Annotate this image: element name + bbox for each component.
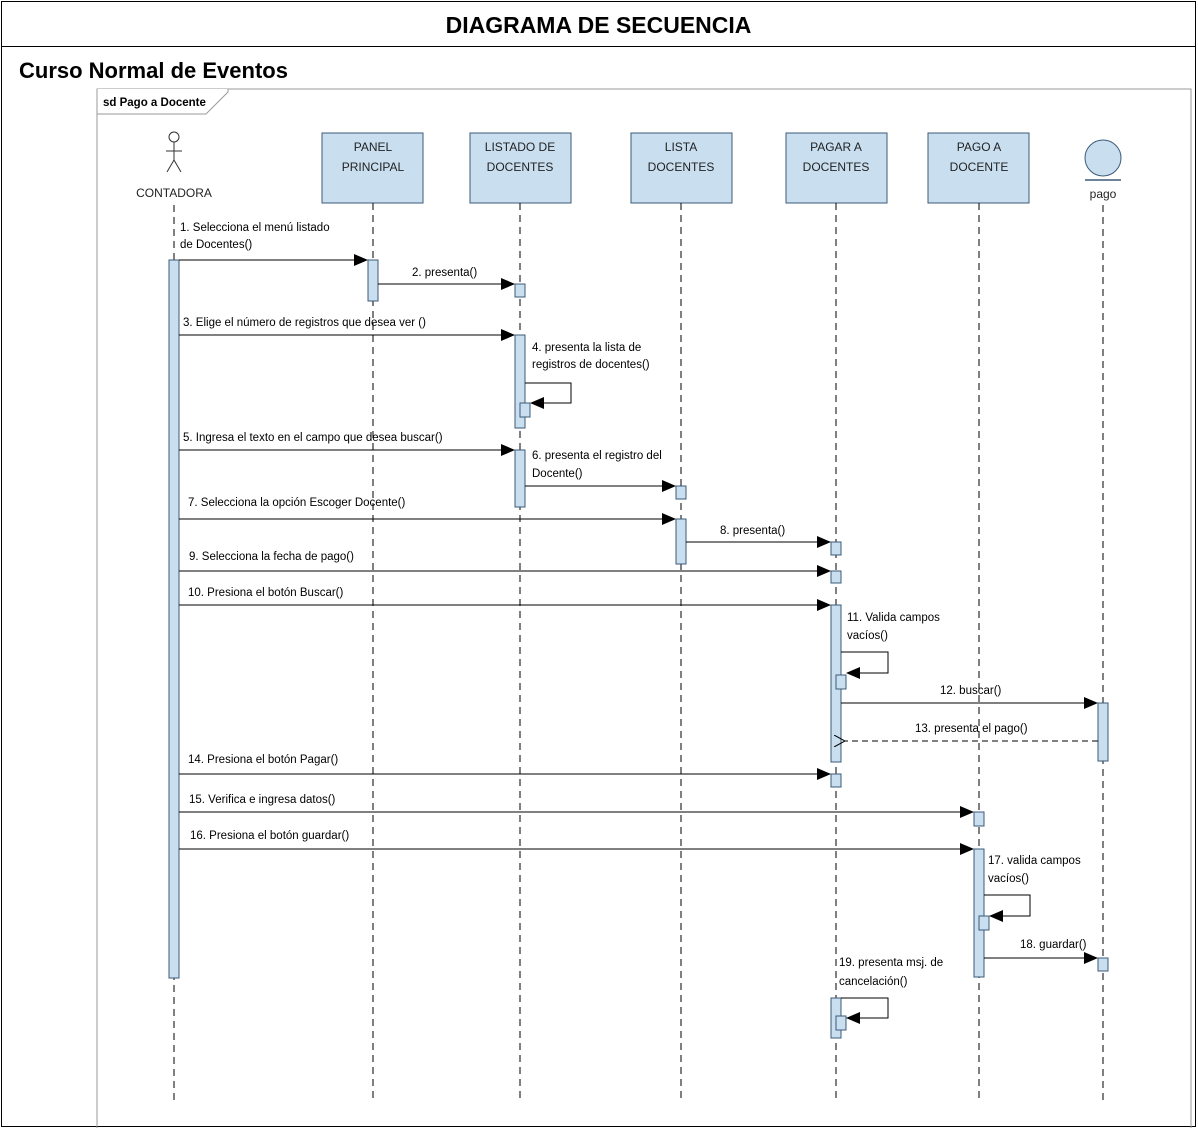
activation-pagar-11	[835, 674, 847, 690]
lifeline-title-line2: DOCENTES	[648, 160, 715, 174]
msg-label-m15: 15. Verifica e ingresa datos()	[189, 794, 336, 806]
title-row: DIAGRAMA DE SECUENCIA	[2, 2, 1195, 47]
lifeline-title-line2: DOCENTE	[950, 160, 1009, 174]
actor-head-icon	[168, 131, 180, 143]
lifeline-title-line1: PAGAR A	[810, 140, 862, 154]
sd-frame-label: sd Pago a Docente	[103, 97, 206, 109]
activation-pagodoc-17	[978, 915, 990, 931]
msg-label-m14: 14. Presiona el botón Pagar()	[188, 754, 338, 766]
activation-pagar-8	[830, 541, 842, 556]
activation-pago-18	[1097, 957, 1109, 972]
activation-listado-3	[514, 334, 526, 429]
activation-contadora	[168, 259, 180, 979]
activation-pagodoc-16	[973, 848, 985, 978]
activation-pago-12	[1097, 702, 1109, 762]
lifeline-box	[469, 132, 572, 204]
msg-label-m12: 12. buscar()	[940, 685, 1002, 697]
arrow-m4	[525, 382, 572, 409]
msg-label-m4-line1: 4. presenta la lista de	[532, 342, 641, 354]
lifeline-box	[785, 132, 888, 204]
msg-label-m6-line1: 6. presenta el registro del	[532, 450, 662, 462]
activation-pagodoc-15	[973, 811, 985, 827]
msg-label-m7: 7. Selecciona la opción Escoger Docente(…	[188, 497, 406, 509]
arrow-m17	[984, 894, 1031, 922]
entity-name: pago	[1090, 187, 1117, 201]
msg-label-m11-line1: 11. Valida campos	[847, 612, 940, 624]
lifeline-box	[927, 132, 1030, 204]
msg-label-m16: 16. Presiona el botón guardar()	[190, 830, 349, 842]
msg-label-m3: 3. Elige el número de registros que dese…	[183, 317, 426, 329]
lifeline-head-panel: PANEL PRINCIPAL	[321, 132, 424, 204]
msg-label-m1-line1: 1. Selecciona el menú listado	[180, 222, 330, 234]
lifeline-title-line1: PANEL	[354, 140, 393, 154]
lifeline-box	[321, 132, 424, 204]
msg-label-m17-line2: vacíos()	[988, 873, 1029, 885]
msg-label-m11-line2: vacíos()	[847, 630, 888, 642]
lifeline-title-line2: PRINCIPAL	[342, 160, 405, 174]
lifeline-head-lista: LISTA DOCENTES	[630, 132, 733, 204]
msg-label-m1-line2: de Docentes()	[180, 239, 252, 251]
entity-pago: pago	[1084, 139, 1122, 201]
entity-icon	[1084, 139, 1122, 177]
msg-label-m19-line2: cancelación()	[839, 976, 908, 988]
actor-leg-right	[173, 159, 182, 173]
msg-label-m10: 10. Presiona el botón Buscar()	[188, 587, 344, 599]
msg-label-m13: 13. presenta el pago()	[915, 723, 1028, 735]
sd-frame-tab	[96, 89, 229, 115]
msg-label-m19-line1: 19. presenta msj. de	[839, 957, 943, 969]
activation-lista-6	[675, 485, 687, 500]
activation-pagar-19b	[835, 1015, 847, 1031]
lifeline-head-listado: LISTADO DE DOCENTES	[469, 132, 572, 204]
lifeline-head-pagar: PAGAR A DOCENTES	[785, 132, 888, 204]
activation-listado-2	[514, 283, 526, 298]
lifeline-title-line2: DOCENTES	[487, 160, 554, 174]
msg-label-m18: 18. guardar()	[1020, 939, 1087, 951]
msg-label-m8: 8. presenta()	[720, 525, 785, 537]
msg-label-m4-line2: registros de docentes()	[532, 359, 650, 371]
msg-label-m5: 5. Ingresa el texto en el campo que dese…	[183, 432, 443, 444]
actor-name: CONTADORA	[136, 186, 212, 200]
page-title: DIAGRAMA DE SECUENCIA	[445, 12, 752, 38]
lifeline-title-line1: LISTADO DE	[485, 140, 555, 154]
activation-panel	[367, 259, 379, 302]
activation-lista-7	[675, 518, 687, 565]
msg-label-m6-line2: Docente()	[532, 468, 583, 480]
activation-pagar-9	[830, 570, 842, 584]
msg-label-m17-line1: 17. valida campos	[988, 855, 1081, 867]
arrow-m19	[841, 997, 889, 1024]
lifeline-head-pago-docente: PAGO A DOCENTE	[927, 132, 1030, 204]
lifeline-box	[630, 132, 733, 204]
msg-label-m9: 9. Selecciona la fecha de pago()	[189, 551, 354, 563]
lifeline-title-line1: PAGO A	[957, 140, 1001, 154]
lifeline-title-line2: DOCENTES	[803, 160, 870, 174]
activation-pagar-14	[830, 773, 842, 788]
msg-label-m2: 2. presenta()	[412, 267, 477, 279]
arrow-m11	[841, 651, 889, 679]
activation-listado-4	[519, 402, 531, 418]
actor-leg-left	[166, 159, 175, 173]
lifeline-title-line1: LISTA	[665, 140, 697, 154]
section-subtitle: Curso Normal de Eventos	[19, 58, 288, 83]
sd-frame	[96, 88, 1192, 1128]
activation-listado-5	[514, 449, 526, 508]
actor-contadora: CONTADORA	[136, 131, 212, 200]
